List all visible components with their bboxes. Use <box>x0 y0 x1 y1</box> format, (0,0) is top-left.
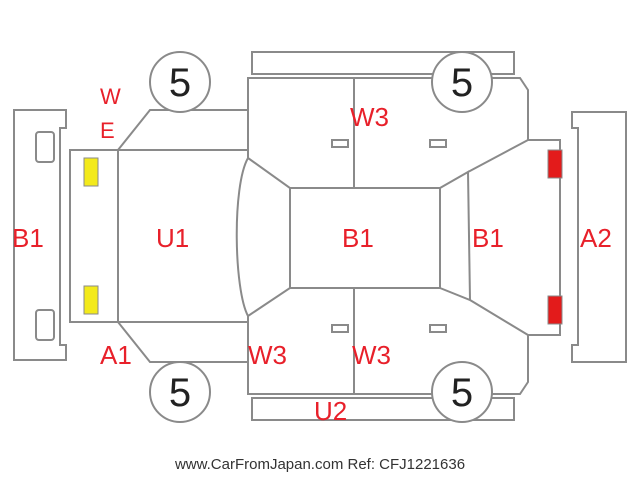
wheel-rear-left-value: 5 <box>169 371 191 415</box>
label-rear-glass: B1 <box>472 223 504 253</box>
wheel-rear-right: 5 <box>431 361 493 423</box>
right-bumper-outline <box>571 111 627 363</box>
red-marker <box>547 295 563 325</box>
wheel-front-left-value: 5 <box>169 61 191 105</box>
wheel-front-left: 5 <box>149 51 211 113</box>
wheel-front-right: 5 <box>431 51 493 113</box>
label-upper-front-w: W <box>100 84 121 109</box>
yellow-marker <box>83 285 99 315</box>
front-fender-lower <box>117 321 248 363</box>
windshield-outline <box>235 156 291 318</box>
door-handle <box>331 324 349 333</box>
left-bumper-slot-bottom <box>35 309 55 341</box>
left-bumper-slot-top <box>35 131 55 163</box>
yellow-marker <box>83 157 99 187</box>
label-lower-front-corner: A1 <box>100 340 132 370</box>
label-left-bumper: B1 <box>12 223 44 253</box>
footer-reference: www.CarFromJapan.com Ref: CFJ1221636 <box>174 456 466 473</box>
label-lower-sill: U2 <box>314 396 347 426</box>
door-handle <box>429 139 447 148</box>
wheel-rear-right-value: 5 <box>451 371 473 415</box>
label-lower-door-rear: W3 <box>352 340 391 370</box>
left-bumper-outline <box>13 109 67 361</box>
door-handle <box>331 139 349 148</box>
wheel-rear-left: 5 <box>149 361 211 423</box>
rear-glass-outline <box>439 170 472 302</box>
label-upper-front-e: E <box>100 118 115 143</box>
label-hood: U1 <box>156 223 189 253</box>
door-handle <box>429 324 447 333</box>
red-marker <box>547 149 563 179</box>
front-fender-upper <box>117 109 248 151</box>
label-lower-door-front: W3 <box>248 340 287 370</box>
wheel-front-right-value: 5 <box>451 61 473 105</box>
label-upper-door: W3 <box>350 102 389 132</box>
rear-panel-outline <box>467 139 529 336</box>
label-roof: B1 <box>342 223 374 253</box>
label-right-bumper: A2 <box>580 223 612 253</box>
